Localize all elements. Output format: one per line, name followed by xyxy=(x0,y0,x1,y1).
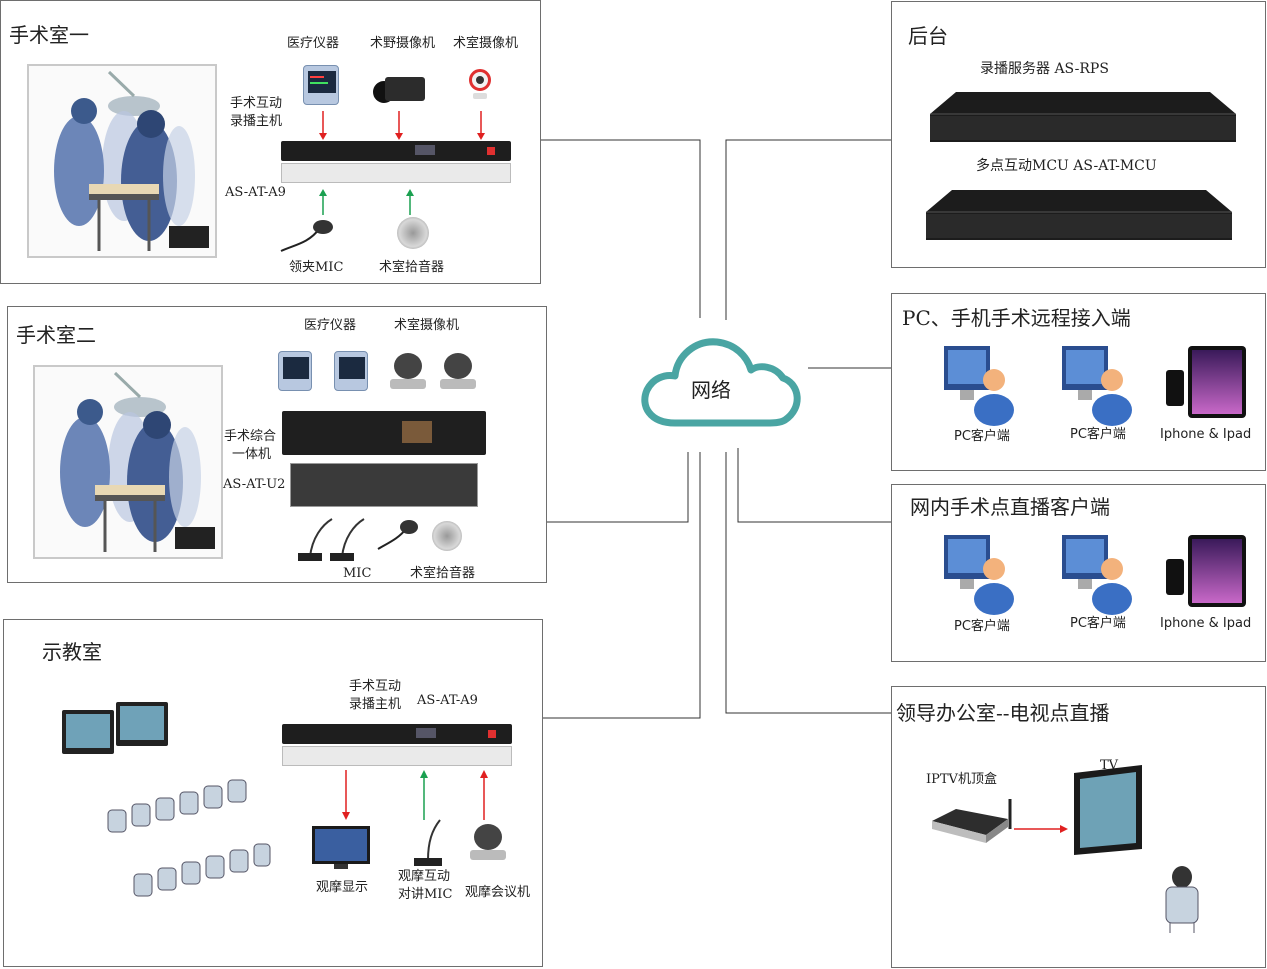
recorder-host-device xyxy=(282,724,512,768)
link-or1 xyxy=(541,139,701,318)
gooseneck-mic-icon xyxy=(292,513,372,563)
panel-title: 手术室一 xyxy=(9,23,89,47)
mobile-devices-icon xyxy=(1162,346,1252,422)
client-label: PC客户端 xyxy=(954,619,1010,634)
room-camera-label: 术室摄像机 xyxy=(394,318,460,333)
link-classroom xyxy=(543,452,701,719)
desk-mic-icon xyxy=(408,816,448,868)
pc-client-icon xyxy=(1054,340,1144,426)
model-label: AS-AT-A9 xyxy=(417,693,478,708)
pc-client-icon xyxy=(1054,529,1144,615)
host-label-line1: 手术互动 xyxy=(349,679,402,694)
host-label-line1: 手术综合 xyxy=(224,429,277,444)
pc-client-icon xyxy=(936,529,1026,615)
viewer-seat-icon xyxy=(1162,865,1202,935)
host-label-line2: 一体机 xyxy=(232,446,272,462)
stb-to-tv-arrow xyxy=(1014,825,1068,833)
talk-mic-label-line1: 观摩互动 xyxy=(398,869,451,884)
remote-access-panel: PC、手机手术远程接入端 PC客户端 PC客户端 Iphone & Ipad xyxy=(891,293,1266,471)
operating-room-2-panel: 手术室二 医疗仪器 术室摄像机 手术综合 xyxy=(7,306,547,583)
audio-arrows xyxy=(319,189,414,215)
model-label: AS-AT-U2 xyxy=(223,477,286,492)
link-or2 xyxy=(547,452,689,523)
client-label: PC客户端 xyxy=(954,429,1010,444)
lavalier-mic-label: 领夹MIC xyxy=(289,260,344,275)
mcu-device xyxy=(922,188,1236,242)
set-top-box-icon xyxy=(928,795,1016,847)
conference-camera-label: 观摩会议机 xyxy=(465,885,531,900)
intranet-live-panel: 网内手术点直播客户端 PC客户端 PC客户端 Iphone & Ipad xyxy=(891,484,1266,662)
room-camera-icon xyxy=(467,69,493,101)
tv-icon xyxy=(1070,763,1146,857)
host-label-line2: 录播主机 xyxy=(349,696,402,712)
panel-title: 手术室二 xyxy=(16,323,96,347)
recording-server-device xyxy=(926,90,1240,144)
network-cloud: 网络 xyxy=(635,328,805,438)
ptz-camera-icon xyxy=(390,353,426,391)
link-intranet xyxy=(737,448,891,523)
field-camera-label: 术野摄像机 xyxy=(370,36,436,51)
recorder-host-device xyxy=(281,141,511,185)
leader-office-panel: 领导办公室--电视点直播 IPTV机顶盒 TV xyxy=(891,686,1266,968)
client-label: Iphone & Ipad xyxy=(1160,616,1252,631)
audience-seats-icon xyxy=(104,770,274,910)
room-pickup-label: 术室拾音器 xyxy=(410,566,476,581)
host-label: 手术互动 录播主机 xyxy=(349,678,401,713)
surgery-illustration xyxy=(27,64,217,258)
host-label-line2: 录播主机 xyxy=(230,113,283,129)
ptz-camera-icon xyxy=(440,353,476,391)
medical-monitor-icon xyxy=(278,351,312,391)
mcu-label: 多点互动MCU AS-AT-MCU xyxy=(976,158,1157,174)
model-label: AS-AT-A9 xyxy=(225,185,286,200)
lavalier-mic-icon xyxy=(376,517,420,553)
network-label: 网络 xyxy=(691,378,731,402)
mic-label: MIC xyxy=(343,566,372,581)
input-arrows xyxy=(319,111,485,140)
client-label: PC客户端 xyxy=(1070,427,1126,442)
backend-panel: 后台 录播服务器 AS-RPS 多点互动MCU AS-AT-MCU xyxy=(891,1,1266,268)
talk-mic-label-line2: 对讲MIC xyxy=(398,886,453,902)
mobile-devices-icon xyxy=(1162,535,1252,611)
operating-room-1-panel: 手术室一 医疗仪器 术野摄像机 术室摄像机 xyxy=(0,0,541,284)
medical-device-label: 医疗仪器 xyxy=(304,318,357,333)
field-camera-icon xyxy=(373,73,429,103)
recording-server-label: 录播服务器 AS-RPS xyxy=(980,61,1109,77)
cloud-icon xyxy=(641,338,801,427)
conference-camera-icon xyxy=(470,824,506,862)
lavalier-mic-icon xyxy=(279,215,335,255)
medical-monitor-icon xyxy=(303,65,339,105)
talk-mic-label: 观摩互动 对讲MIC xyxy=(398,868,452,903)
medical-monitor-icon xyxy=(334,351,368,391)
classroom-arrows xyxy=(342,770,488,820)
panel-title: 后台 xyxy=(908,24,948,48)
surgery-illustration xyxy=(33,365,223,559)
stb-label: IPTV机顶盒 xyxy=(926,772,997,787)
viewing-display-label: 观摩显示 xyxy=(316,880,369,895)
viewing-display-icon xyxy=(312,826,370,870)
host-label-line1: 手术互动 xyxy=(230,96,283,111)
client-label: Iphone & Ipad xyxy=(1160,427,1252,442)
host-label: 手术综合 一体机 xyxy=(224,428,276,463)
pc-client-icon xyxy=(936,340,1026,426)
panel-title: 领导办公室--电视点直播 xyxy=(896,701,1110,725)
panel-title: 示教室 xyxy=(42,640,102,664)
panel-title: 网内手术点直播客户端 xyxy=(910,495,1110,519)
link-office xyxy=(725,452,891,714)
panel-title: PC、手机手术远程接入端 xyxy=(902,306,1131,330)
display-wall-icon xyxy=(62,702,172,754)
link-backend xyxy=(725,139,891,320)
medical-device-label: 医疗仪器 xyxy=(287,36,340,51)
client-label: PC客户端 xyxy=(1070,616,1126,631)
integrated-host-device xyxy=(282,411,486,507)
host-label: 手术互动 录播主机 xyxy=(230,95,282,130)
teaching-room-panel: 示教室 手术互动 录播主机 AS-AT-A9 xyxy=(3,619,543,967)
room-pickup-icon xyxy=(432,521,462,551)
room-pickup-icon xyxy=(397,217,429,249)
room-camera-label: 术室摄像机 xyxy=(453,36,519,51)
room-pickup-label: 术室拾音器 xyxy=(379,260,445,275)
